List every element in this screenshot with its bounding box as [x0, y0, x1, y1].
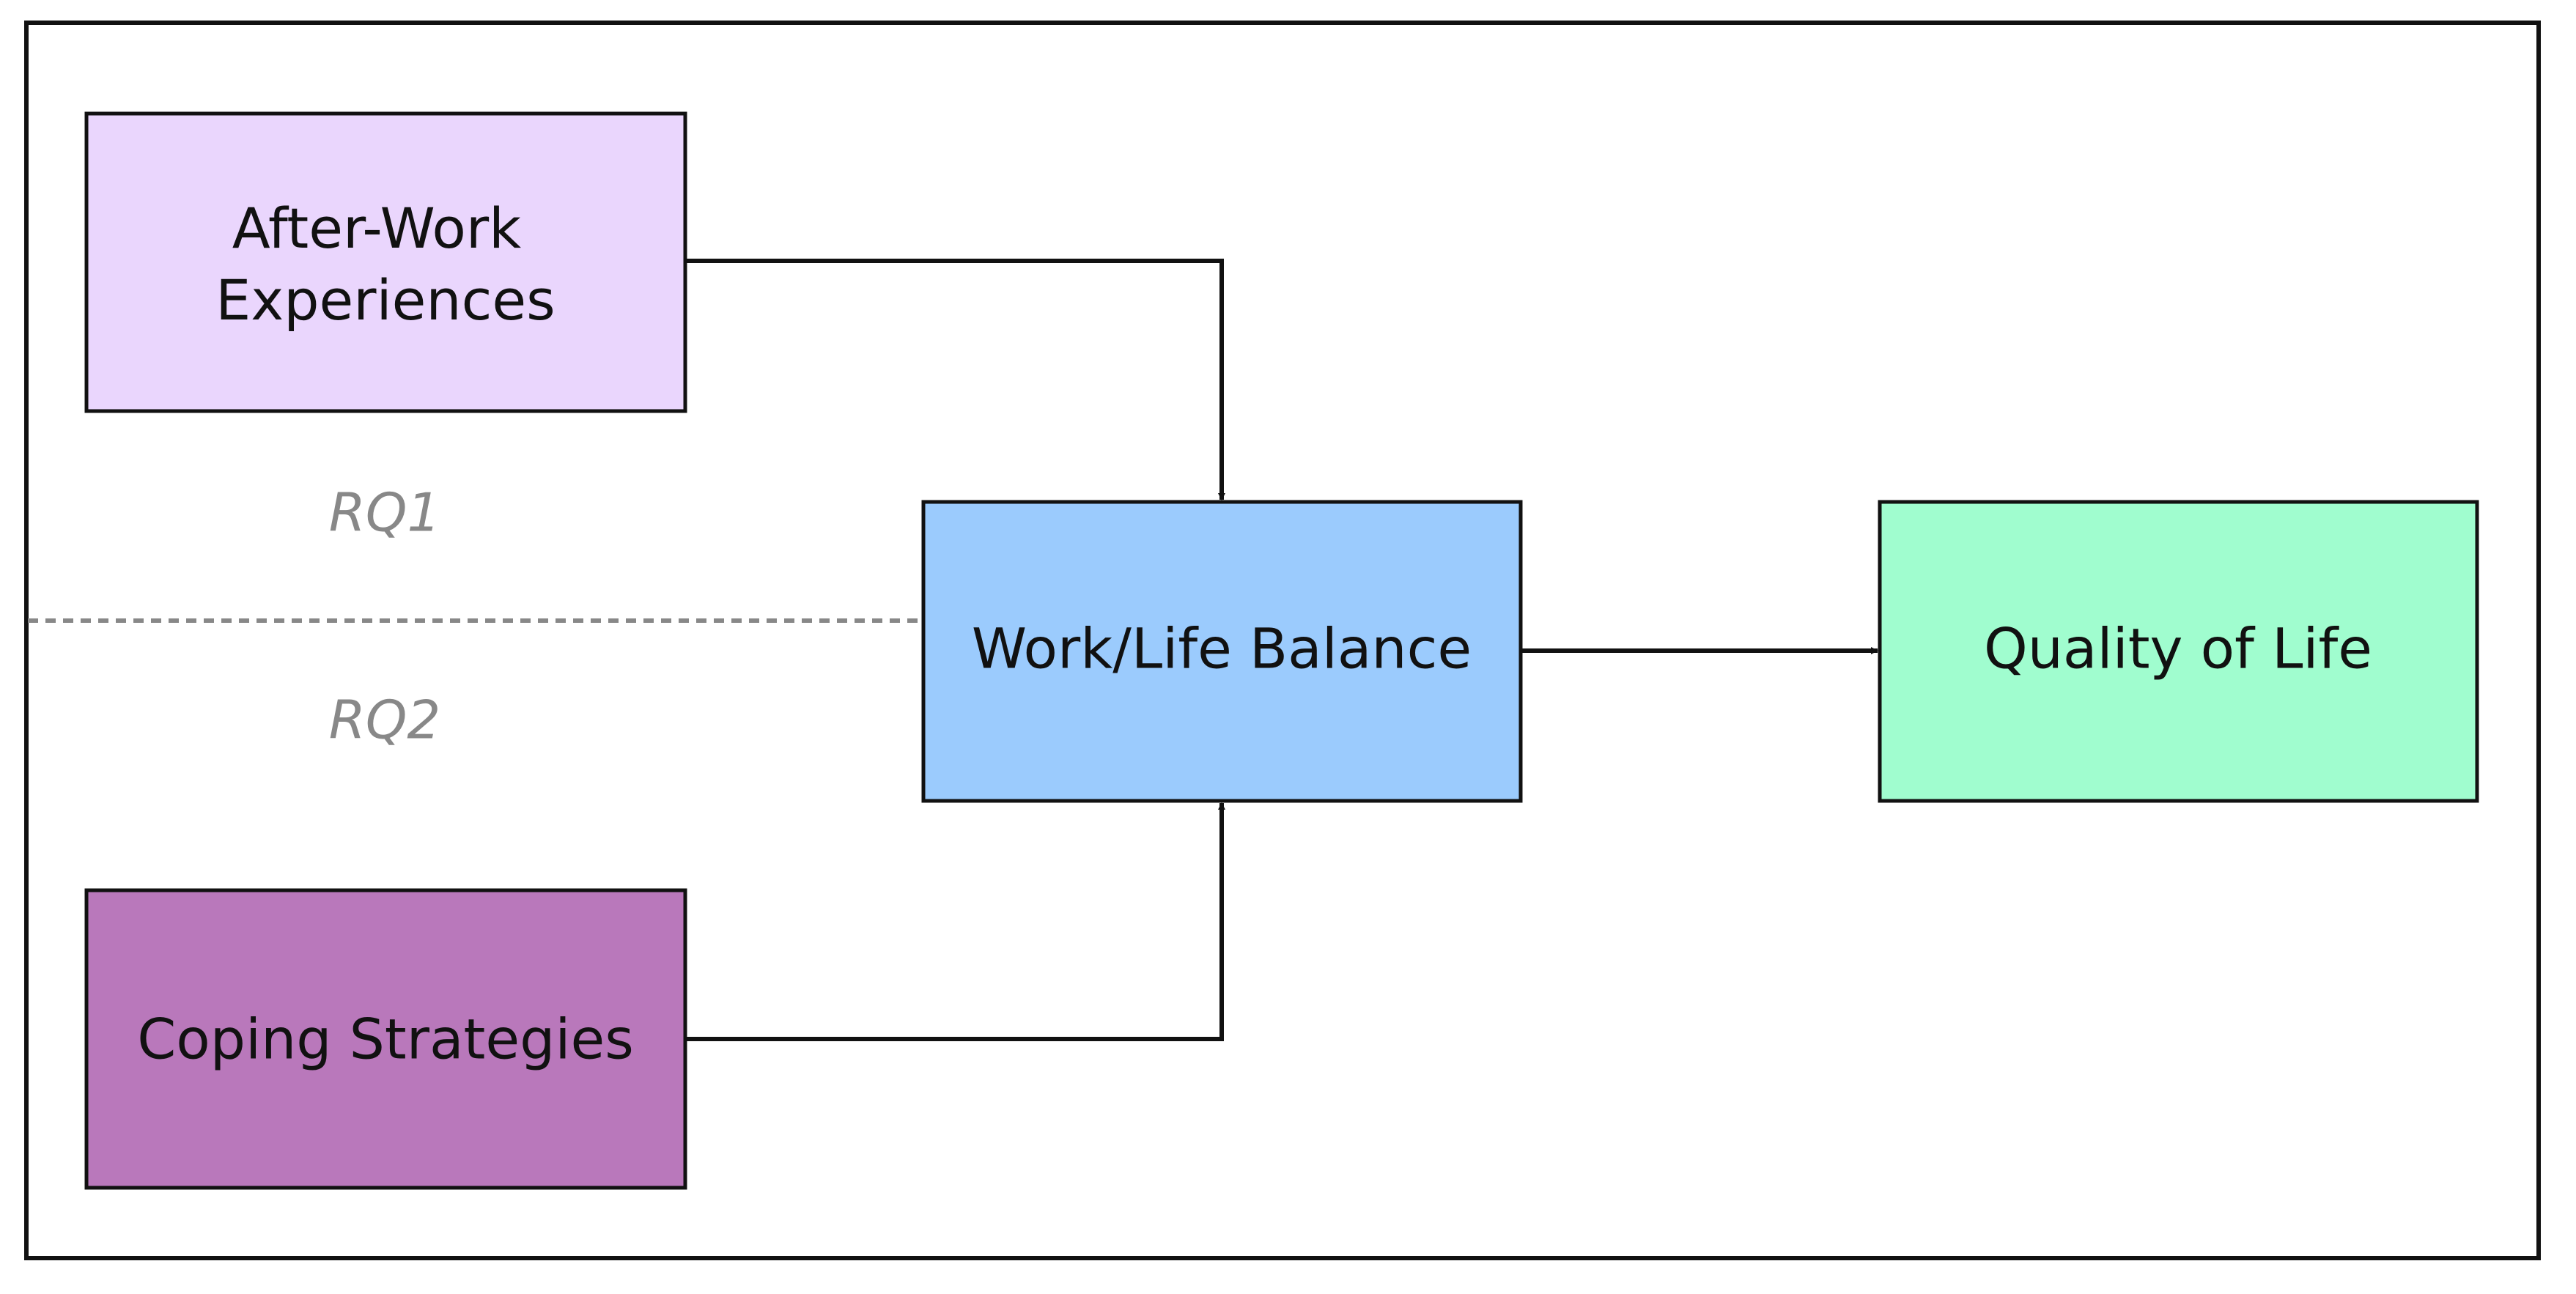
connector-after-work-to-balance — [685, 259, 1225, 500]
node-coping-box — [84, 888, 687, 1190]
node-after-work-label: After-Work Experiences — [215, 196, 555, 333]
node-after-work-experiences: After-Work Experiences — [84, 111, 687, 413]
rq2-label: RQ2 — [329, 689, 441, 751]
node-after-work-label-line1: After-Work — [232, 196, 521, 261]
connector-coping-to-balance — [685, 802, 1225, 1041]
node-quality-label: Quality of Life — [1984, 616, 2372, 681]
node-work-life-balance: Work/Life Balance — [921, 500, 1523, 803]
node-quality-box — [1878, 500, 2479, 803]
outer-frame — [24, 21, 2541, 1260]
node-coping-label: Coping Strategies — [137, 1007, 634, 1072]
rq1-label: RQ1 — [329, 482, 441, 544]
node-after-work-box — [84, 111, 687, 413]
node-balance-label: Work/Life Balance — [972, 616, 1472, 681]
node-after-work-label-line2: Experiences — [215, 267, 555, 333]
node-balance-box — [921, 500, 1523, 803]
node-coping-strategies: Coping Strategies — [84, 888, 687, 1190]
node-quality-of-life: Quality of Life — [1878, 500, 2479, 803]
